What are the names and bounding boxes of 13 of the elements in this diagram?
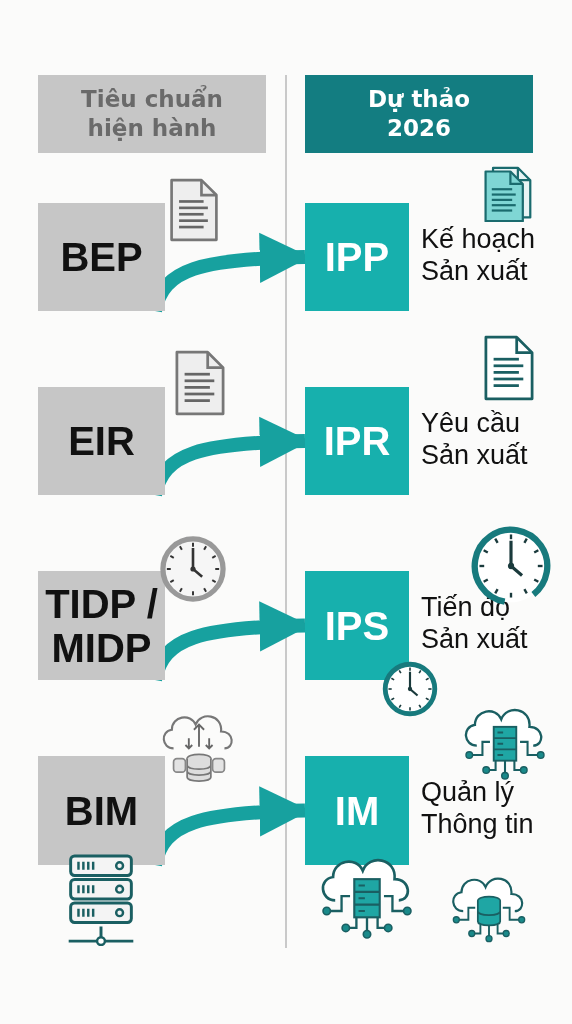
standard-box: BEP: [38, 203, 165, 311]
standard-box: IPR: [305, 387, 409, 495]
standard-box: IPP: [305, 203, 409, 311]
standard-box: IM: [305, 756, 409, 865]
standard-box: TIDP / MIDP: [38, 571, 165, 680]
standard-box: BIM: [38, 756, 165, 865]
caption-text: Kế hoạch Sản xuất: [421, 223, 537, 288]
standard-box: IPS: [305, 571, 409, 680]
caption-text: Quản lý Thông tin: [421, 776, 535, 841]
caption-text: Yêu cầu Sản xuất: [421, 407, 529, 472]
column-header: Dự thảo 2026: [305, 75, 533, 153]
column-header: Tiêu chuẩn hiện hành: [38, 75, 266, 153]
standard-box: EIR: [38, 387, 165, 495]
